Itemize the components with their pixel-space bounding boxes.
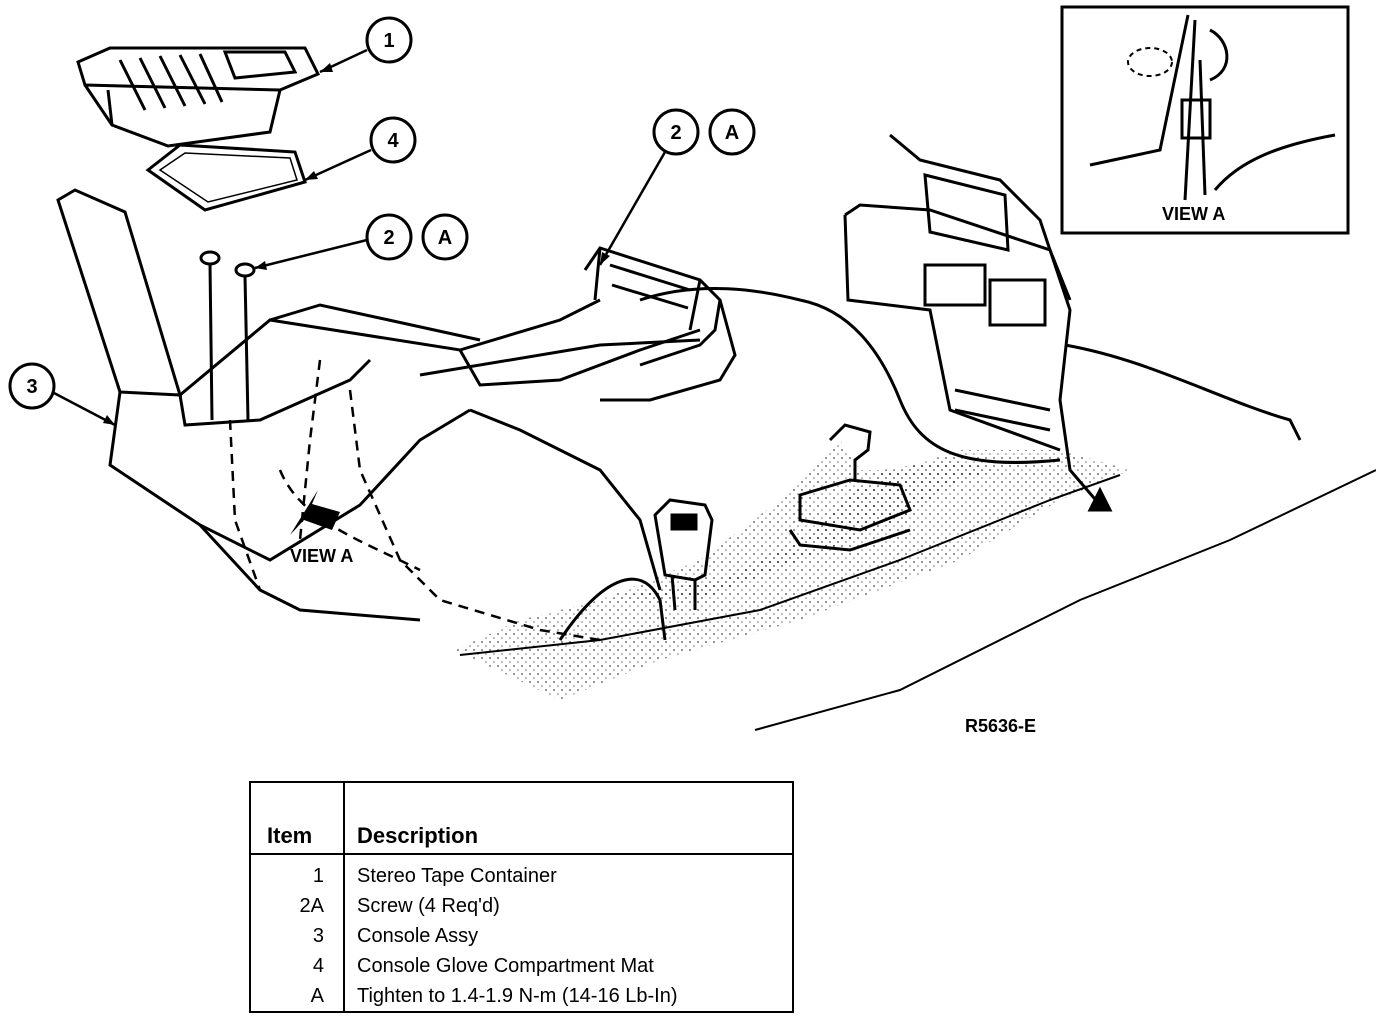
wiring-harness <box>228 359 601 642</box>
table-header-item: Item <box>267 823 313 848</box>
svg-text:A: A <box>438 227 452 249</box>
callout-2a-mid: 2 A <box>254 213 469 270</box>
instrument-panel <box>843 133 1302 512</box>
row-item: 3 <box>312 925 324 947</box>
table-header-rule <box>251 853 792 855</box>
view-a-arrow-icon <box>290 490 340 535</box>
callout-4: 4 <box>304 116 417 182</box>
glove-compartment-mat <box>145 143 307 212</box>
parts-table: Item Description 1 Stereo Tape Container… <box>249 781 794 1013</box>
row-item: 1 <box>312 865 324 887</box>
row-description: Stereo Tape Container <box>357 865 557 887</box>
svg-text:2: 2 <box>383 227 394 249</box>
floor-stipple-patch <box>600 460 1000 600</box>
svg-text:3: 3 <box>26 376 37 398</box>
table-header-description: Description <box>357 823 479 848</box>
console-assembly <box>56 188 737 622</box>
stereo-tape-container <box>76 46 321 148</box>
floor-outline <box>459 469 1376 731</box>
view-a-label: VIEW A <box>290 546 353 566</box>
row-item: 4 <box>312 955 324 977</box>
row-item: 2A <box>299 895 324 917</box>
callout-3: 3 <box>8 362 116 427</box>
row-description: Tighten to 1.4-1.9 N-m (14-16 Lb-In) <box>357 985 678 1007</box>
row-item: A <box>310 985 324 1007</box>
inset-view-label: VIEW A <box>1162 204 1225 224</box>
svg-text:A: A <box>725 122 739 144</box>
table-row: A Tighten to 1.4-1.9 N-m (14-16 Lb-In) <box>251 985 792 1015</box>
svg-text:4: 4 <box>387 130 399 152</box>
callout-2a-top: 2 A <box>598 108 756 266</box>
figure-id: R5636-E <box>965 716 1036 736</box>
table-row: 1 Stereo Tape Container <box>251 865 792 895</box>
table-row: 3 Console Assy <box>251 925 792 955</box>
table-divider <box>343 783 345 1011</box>
harness-wire <box>639 287 1061 464</box>
svg-text:2: 2 <box>670 122 681 144</box>
table-row: 4 Console Glove Compartment Mat <box>251 955 792 985</box>
svg-text:1: 1 <box>383 30 394 52</box>
callout-1: 1 <box>319 16 413 74</box>
row-description: Console Glove Compartment Mat <box>357 955 654 977</box>
row-description: Console Assy <box>357 925 479 947</box>
screw-icon <box>199 250 256 421</box>
view-a-inset <box>1060 5 1350 235</box>
floor-carpet <box>455 440 1130 700</box>
row-description: Screw (4 Req'd) <box>357 895 500 917</box>
table-row: 2A Screw (4 Req'd) <box>251 895 792 925</box>
